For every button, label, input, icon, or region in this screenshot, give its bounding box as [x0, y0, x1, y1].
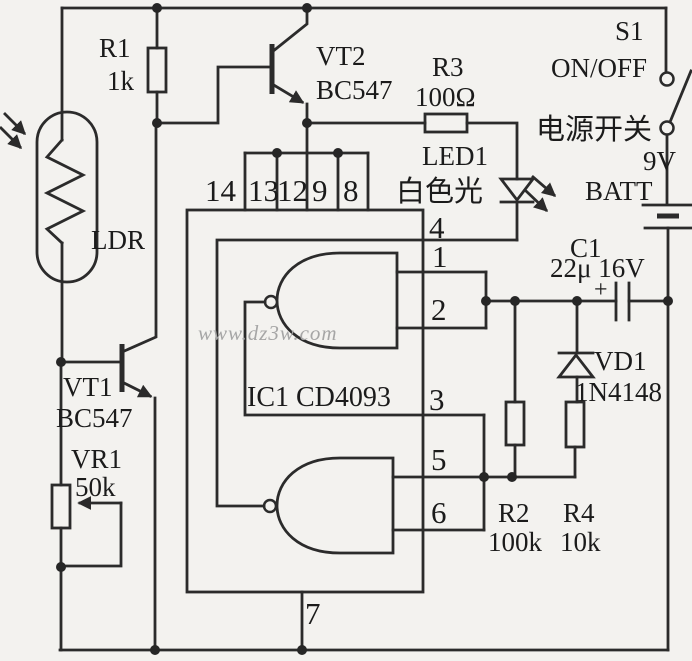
pin-label-3: 3 — [429, 382, 445, 417]
pin-label-8: 8 — [343, 173, 359, 208]
pin-label-6: 6 — [431, 495, 447, 530]
s1-ref: S1 — [615, 16, 644, 46]
pin-label-1: 1 — [432, 239, 448, 274]
pin4-net — [215, 238, 519, 508]
r4-value: 10k — [560, 527, 601, 557]
light-arrow-2 — [0, 126, 22, 149]
vr1-ref: VR1 — [71, 444, 122, 474]
led1-ref: LED1 — [422, 141, 488, 171]
r2-value: 100k — [488, 527, 543, 557]
vt1-ref: VT1 — [63, 372, 113, 402]
vt1-value: BC547 — [56, 403, 133, 433]
battery-ref: BATT — [585, 176, 653, 206]
c1-ref: C1 — [570, 233, 602, 263]
vt2-ref: VT2 — [316, 41, 366, 71]
pin-label-13: 13 — [248, 173, 279, 208]
led-light-arrow-1 — [531, 175, 557, 197]
pin-label-4: 4 — [429, 210, 445, 245]
vr1-wiper-return — [59, 501, 123, 568]
ic1-ref: IC1 CD4093 — [247, 382, 391, 413]
r3-body — [423, 112, 469, 134]
r2-ref: R2 — [498, 498, 530, 528]
r1-ref: R1 — [99, 33, 131, 63]
ldr-ref: LDR — [91, 225, 145, 255]
r3-value: 100Ω — [415, 82, 476, 112]
ldr-zigzag — [43, 138, 87, 245]
nand-gate-bottom — [275, 456, 395, 555]
s1-caption: 电源开关 — [536, 113, 652, 146]
s1-lever — [668, 69, 692, 124]
led1-value: 白色光 — [396, 175, 483, 208]
vr1-value: 50k — [75, 472, 116, 502]
r4-ref: R4 — [563, 498, 595, 528]
c1-polarity-mark: + — [594, 277, 608, 303]
vt1-emitter — [120, 380, 153, 398]
r1-value: 1k — [107, 66, 135, 96]
s1-value: ON/OFF — [551, 53, 647, 83]
r1-body — [146, 46, 168, 94]
battery-voltage: 9V — [643, 146, 677, 176]
led1-triangle — [498, 177, 536, 203]
nand-gate-bottom-bubble — [262, 498, 278, 514]
ic-top-stubs — [243, 151, 370, 212]
pin-label-12: 12 — [277, 173, 308, 208]
vt2-collector — [270, 6, 309, 54]
vd1-triangle — [556, 352, 596, 379]
vt2-emitter — [270, 82, 305, 104]
c1-value: 22μ 16V — [550, 253, 645, 283]
vt2-base-wire — [155, 65, 271, 125]
ic1-outline — [185, 208, 425, 594]
c1-plates — [614, 281, 631, 322]
r3-ref: R3 — [432, 52, 464, 82]
pin-label-2: 2 — [431, 292, 447, 327]
pin-label-7: 7 — [305, 596, 321, 631]
vr1-body — [50, 483, 72, 530]
r2-body — [504, 400, 526, 447]
pin-label-14: 14 — [205, 173, 237, 208]
pin3-net — [243, 300, 486, 417]
vd1-value: 1N4148 — [575, 377, 662, 407]
junction-dots — [56, 3, 673, 655]
s1-contact-bottom — [659, 120, 675, 136]
vd1-ref: VD1 — [594, 346, 647, 376]
r3-leads — [305, 121, 519, 181]
r4-body — [564, 400, 586, 449]
light-arrow-1 — [3, 112, 26, 135]
led-light-arrow-2 — [524, 189, 549, 212]
s1-contact-top — [659, 71, 675, 87]
pin-label-9: 9 — [312, 173, 328, 208]
vt2-value: BC547 — [316, 75, 393, 105]
watermark: www.dz3w.com — [198, 321, 338, 345]
nand-gate-top-bubble — [263, 294, 279, 310]
vt1-collector — [120, 121, 158, 354]
ldr-envelope — [35, 110, 99, 284]
pin-label-5: 5 — [431, 442, 447, 477]
